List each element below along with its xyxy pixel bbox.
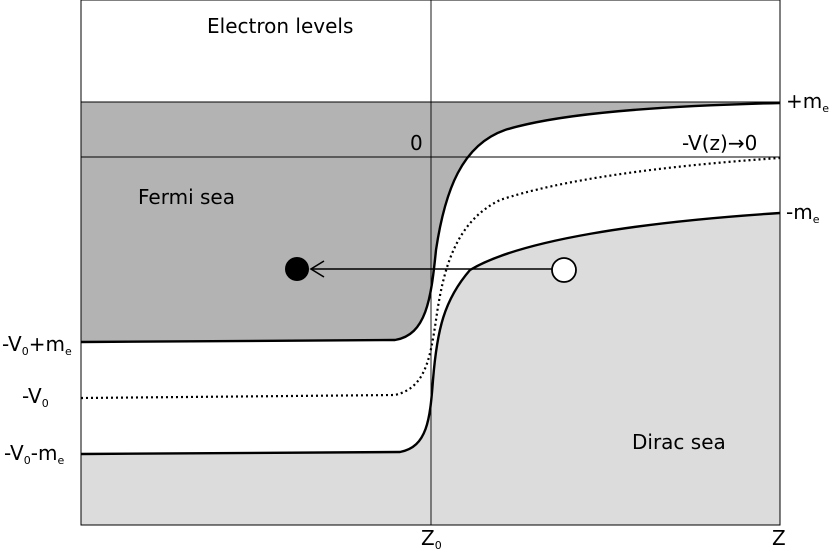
fermi-sea-label: Fermi sea — [138, 185, 235, 209]
dirac-sea-region — [81, 213, 780, 525]
v0-minus-me-b-sub: e — [57, 454, 64, 467]
electron-dot — [285, 257, 309, 281]
z-axis-label: Z — [772, 526, 786, 549]
v0-minus-me-a-sub: 0 — [24, 454, 31, 467]
upper-band-curve — [80, 101, 781, 344]
fermi-sea-region — [81, 102, 780, 342]
minus-me-main: -m — [786, 200, 813, 224]
lower-band-curve — [80, 211, 781, 456]
v0-plus-me-label: -V0+me — [2, 332, 72, 358]
z0-sub: 0 — [435, 539, 442, 549]
plot-frame — [80, 0, 781, 526]
dirac-sea-label: Dirac sea — [632, 430, 726, 454]
v0-minus-me-label: -V0-me — [4, 441, 64, 467]
v0-a: -V — [22, 384, 42, 408]
v0-plus-me-b-sub: e — [65, 345, 72, 358]
v0-plus-me-a: -V — [2, 332, 22, 356]
electron-levels-label: Electron levels — [207, 14, 353, 38]
v0-label: -V0 — [22, 384, 49, 410]
v0-a-sub: 0 — [42, 397, 49, 410]
plus-me-label: +me — [786, 89, 829, 115]
z0-label: Z0 — [421, 526, 442, 549]
v0-plus-me-a-sub: 0 — [22, 345, 29, 358]
v0-minus-me-b: -m — [31, 441, 58, 465]
minus-me-sub: e — [813, 213, 820, 226]
plus-me-main: +m — [786, 89, 822, 113]
potential-dotted-curve — [80, 156, 781, 400]
v0-plus-me-b: +m — [29, 332, 65, 356]
v0-minus-me-a: -V — [4, 441, 24, 465]
tunneling-arrow-head — [309, 260, 325, 278]
z0-main: Z — [421, 526, 435, 549]
potential-limit-label: -V(z)→0 — [682, 131, 757, 155]
minus-me-label: -me — [786, 200, 820, 226]
zero-level-label: 0 — [410, 131, 423, 155]
plus-me-sub: e — [822, 102, 829, 115]
hole-circle — [551, 257, 577, 283]
